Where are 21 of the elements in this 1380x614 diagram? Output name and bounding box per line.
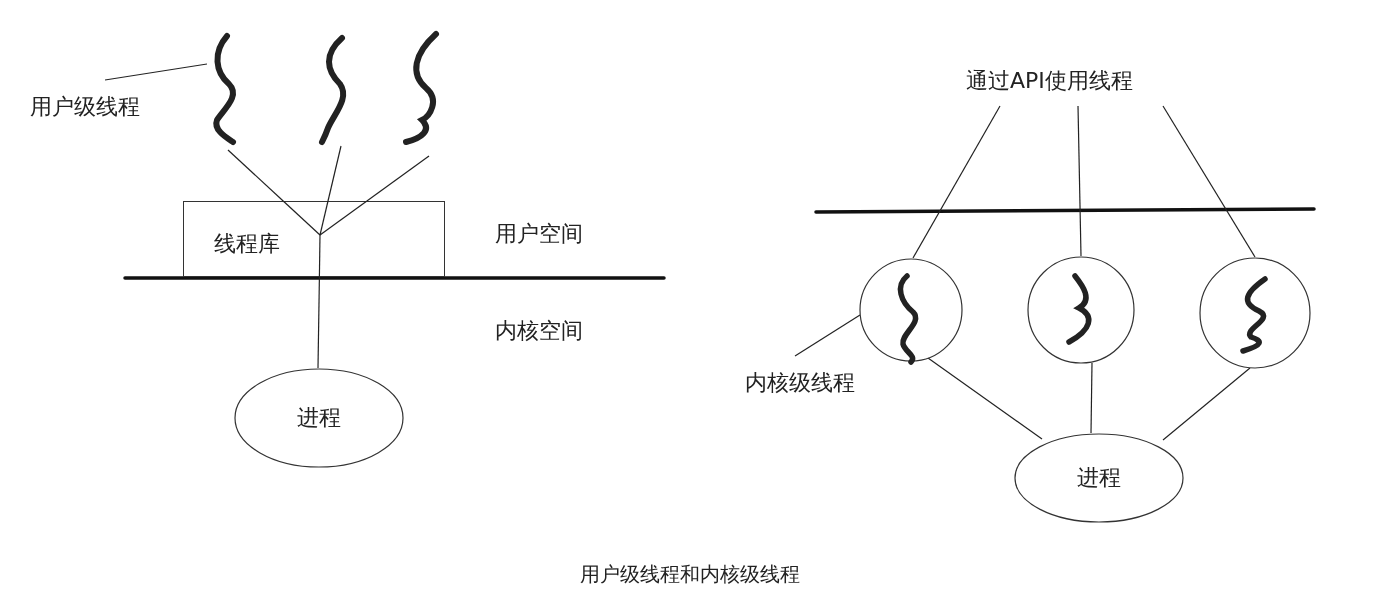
caption: 用户级线程和内核级线程 (580, 562, 800, 586)
library-box: 线程库 (183, 201, 445, 277)
connector-line (1162, 105, 1256, 258)
space-label: 用户空间 (495, 221, 583, 248)
connector-line (912, 105, 1001, 259)
thread-label: 通过API使用线程 (966, 68, 1166, 98)
connector-line (317, 276, 320, 369)
thread-label: 内核级线程 (745, 370, 875, 400)
connector-line (227, 149, 284, 202)
connector-line (1090, 362, 1093, 434)
thread-label: 用户级线程 (30, 94, 165, 124)
connector-line (1077, 105, 1082, 257)
connector-line (927, 357, 1043, 440)
connector-line (327, 145, 342, 202)
connector-line (366, 155, 430, 202)
space-label: 内核空间 (495, 318, 583, 345)
connector-line (1162, 367, 1251, 441)
leader-line (104, 63, 208, 81)
leader-line (794, 314, 861, 357)
process-label: 进程 (1077, 464, 1121, 492)
process-label: 进程 (297, 404, 341, 432)
